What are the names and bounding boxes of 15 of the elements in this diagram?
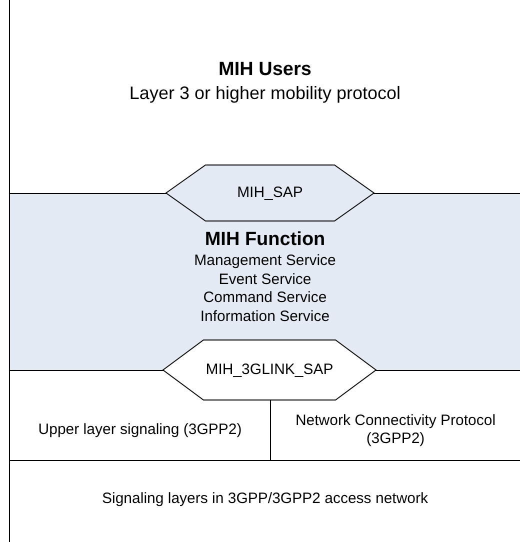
layer-text: MIH_3GLINK_SAP — [204, 361, 334, 379]
layer-text: Event Service — [218, 270, 312, 290]
layer-text: Network Connectivity Protocol (3GPP2) — [294, 412, 497, 448]
layer-text: Layer 3 or higher mobility protocol — [128, 82, 402, 104]
layer-text: Information Service — [199, 308, 331, 327]
layer-title: MIH Function — [204, 229, 326, 252]
sap-hexagon — [163, 340, 376, 400]
layer-text: Signaling layers in 3GPP/3GPP2 access network — [101, 490, 429, 508]
layer-text: Upper layer signaling (3GPP2) — [37, 420, 243, 438]
layer-title: MIH Users — [218, 58, 312, 82]
layer-text: Management Service — [193, 252, 337, 271]
layer-band — [9, 460, 520, 542]
layer-text: MIH_SAP — [236, 184, 304, 202]
sap-hexagon — [166, 165, 374, 221]
layer-text: Command Service — [202, 289, 328, 308]
